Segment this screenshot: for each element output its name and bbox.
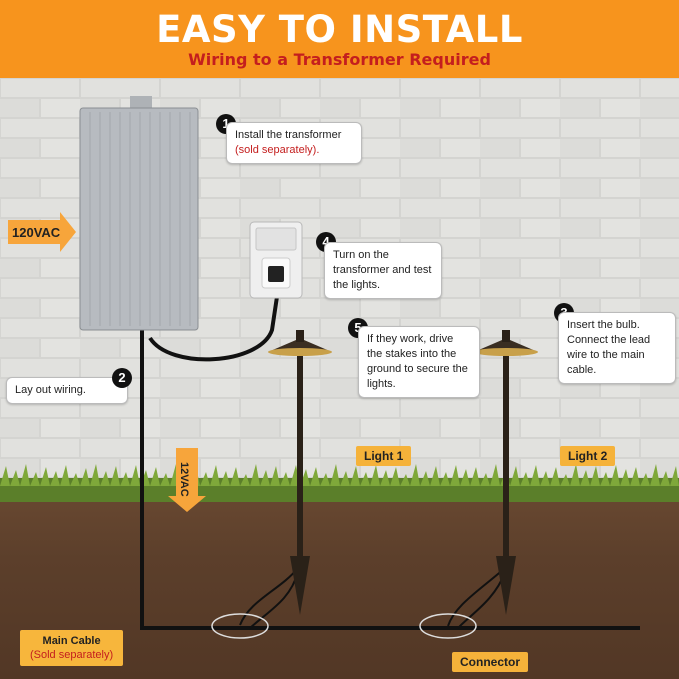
- main-cable-note: (Sold separately): [30, 649, 114, 661]
- transformer-box: [79, 96, 199, 331]
- step-2-badge: 2: [112, 368, 132, 388]
- outdoor-outlet: [249, 221, 303, 299]
- connector-1: [211, 613, 269, 639]
- step-4-text: Turn on the transformer and test the lig…: [333, 249, 432, 291]
- step-1-callout: Install the transformer (sold separately…: [226, 122, 362, 164]
- step-3-text: Insert the bulb. Connect the lead wire t…: [567, 319, 651, 376]
- main-cable: [140, 330, 640, 630]
- step-4-callout: Turn on the transformer and test the lig…: [324, 242, 442, 299]
- page-subtitle: Wiring to a Transformer Required: [188, 50, 491, 69]
- connector-2: [419, 613, 477, 639]
- light-1-label: Light 1: [356, 446, 412, 466]
- light-2-label: Light 2: [560, 446, 616, 466]
- light-2-fixture: [474, 330, 538, 615]
- step-3-callout: Insert the bulb. Connect the lead wire t…: [558, 312, 676, 384]
- main-cable-title: Main Cable: [42, 635, 101, 647]
- step-5-text: If they work, drive the stakes into the …: [367, 333, 468, 390]
- main-cable-label: Main Cable (Sold separately): [20, 630, 124, 666]
- page-title: EASY TO INSTALL: [156, 8, 523, 51]
- output-arrow: [168, 448, 206, 512]
- output-voltage-label: 12VAC: [178, 462, 190, 497]
- step-2-callout: Lay out wiring.: [6, 377, 128, 404]
- step-2-text: Lay out wiring.: [15, 384, 86, 396]
- input-voltage-label: 120VAC: [12, 225, 61, 240]
- header-banner: [0, 0, 679, 78]
- connector-label: Connector: [452, 652, 528, 672]
- step-1-text: Install the transformer: [235, 129, 342, 141]
- input-arrow: [8, 212, 76, 252]
- grass-strip: [0, 464, 679, 502]
- plug-cord: [148, 289, 280, 362]
- light-1-fixture: [268, 330, 332, 615]
- step-5-callout: If they work, drive the stakes into the …: [358, 326, 480, 398]
- step-1-note: (sold separately).: [235, 144, 320, 156]
